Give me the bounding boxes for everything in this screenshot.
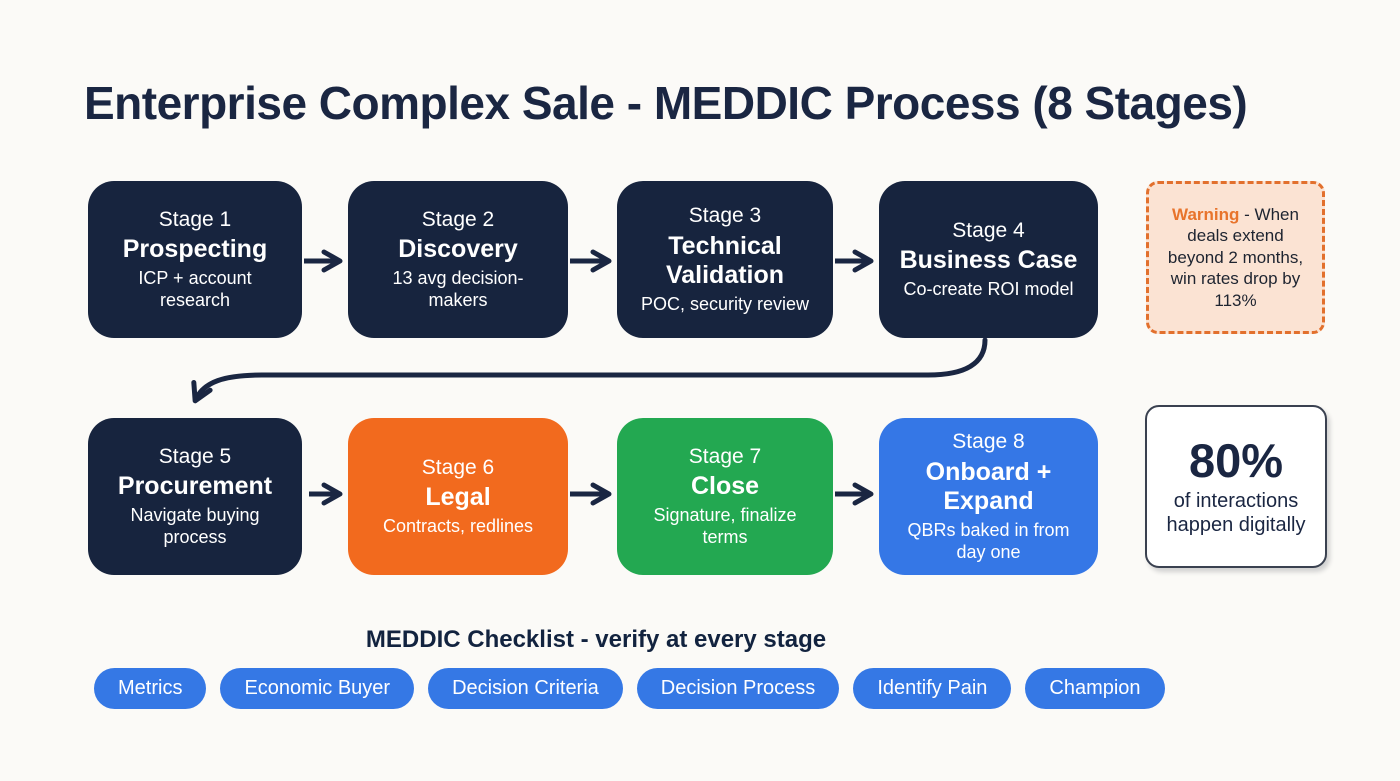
pill-decision-process: Decision Process [636, 668, 840, 709]
stage-6-label: Stage 6 [421, 455, 495, 479]
stage-4-name: Business Case [899, 246, 1078, 275]
warning-text: Warning - When deals extend beyond 2 mon… [1161, 204, 1310, 312]
stage-8-label: Stage 8 [952, 430, 1025, 454]
stage-3-detail: POC, security review [640, 293, 810, 314]
stage-3-name: Technical Validation [665, 231, 785, 289]
warning-label: Warning [1172, 204, 1240, 224]
stage-3-label: Stage 3 [688, 204, 762, 228]
stat-caption: of interactions happen digitally [1166, 490, 1306, 537]
checklist-heading: MEDDIC Checklist - verify at every stage [365, 626, 827, 653]
pill-metrics: Metrics [94, 668, 207, 709]
stat-value: 80% [1188, 433, 1284, 487]
pill-champion: Champion [1025, 668, 1165, 709]
stage-1-detail: ICP + account research [138, 268, 252, 311]
stage-6-detail: Contracts, redlines [382, 516, 534, 537]
stage-8-name: Onboard + Expand [925, 457, 1052, 515]
stage-box-8-onboard-expand: Stage 8 Onboard + Expand QBRs baked in f… [879, 418, 1098, 575]
stage-6-name: Legal [425, 483, 491, 512]
stage-5-label: Stage 5 [158, 444, 232, 468]
stage-5-detail: Navigate buying process [130, 505, 260, 548]
stage-box-4-business-case: Stage 4 Business Case Co-create ROI mode… [879, 181, 1098, 338]
stage-4-detail: Co-create ROI model [903, 279, 1074, 300]
stage-2-label: Stage 2 [421, 207, 495, 231]
pill-decision-criteria: Decision Criteria [428, 668, 623, 709]
stage-box-7-close: Stage 7 Close Signature, finalize terms [617, 418, 833, 575]
stage-1-name: Prospecting [122, 235, 268, 264]
arrow-stage4-stage5 [191, 337, 988, 404]
stage-box-2-discovery: Stage 2 Discovery 13 avg decision-makers [348, 181, 568, 338]
stage-5-name: Procurement [117, 472, 273, 501]
stage-box-1-prospecting: Stage 1 Prospecting ICP + account resear… [88, 181, 302, 338]
warning-body: - When deals extend beyond 2 months, win… [1167, 204, 1304, 310]
stage-box-3-technical-validation: Stage 3 Technical Validation POC, securi… [617, 181, 833, 338]
stage-2-detail: 13 avg decision-makers [392, 268, 524, 311]
stage-2-name: Discovery [398, 235, 518, 264]
stage-box-6-legal: Stage 6 Legal Contracts, redlines [348, 418, 568, 575]
stage-7-label: Stage 7 [688, 444, 762, 468]
stage-8-detail: QBRs baked in from day one [907, 519, 1070, 562]
page-title: Enterprise Complex Sale - MEDDIC Process… [84, 77, 1248, 129]
checklist-pill-row: Metrics Economic Buyer Decision Criteria… [94, 668, 1165, 709]
stage-1-label: Stage 1 [158, 207, 232, 231]
stage-4-label: Stage 4 [952, 218, 1025, 242]
pill-economic-buyer: Economic Buyer [220, 668, 415, 709]
stage-box-5-procurement: Stage 5 Procurement Navigate buying proc… [88, 418, 302, 575]
warning-card: Warning - When deals extend beyond 2 mon… [1146, 181, 1325, 334]
stage-7-detail: Signature, finalize terms [653, 505, 797, 548]
stage-7-name: Close [690, 472, 760, 501]
stat-card: 80% of interactions happen digitally [1145, 405, 1327, 568]
pill-identify-pain: Identify Pain [853, 668, 1012, 709]
